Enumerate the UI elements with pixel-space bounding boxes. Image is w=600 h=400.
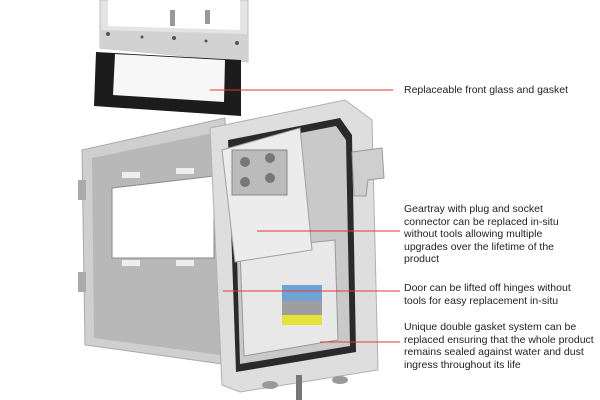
gasket-and-glass — [94, 52, 241, 116]
callout-front-glass: Replaceable front glass and gasket — [404, 84, 569, 96]
enclosure-body — [209, 99, 385, 400]
front-bezel — [99, 0, 249, 63]
callout-geartray: Geartray with plug and socket connector … — [404, 203, 559, 266]
callout-double-gasket: Unique double gasket system can be repla… — [404, 321, 594, 371]
callout-door: Door can be lifted off hinges without to… — [404, 282, 571, 307]
open-door — [78, 117, 231, 366]
